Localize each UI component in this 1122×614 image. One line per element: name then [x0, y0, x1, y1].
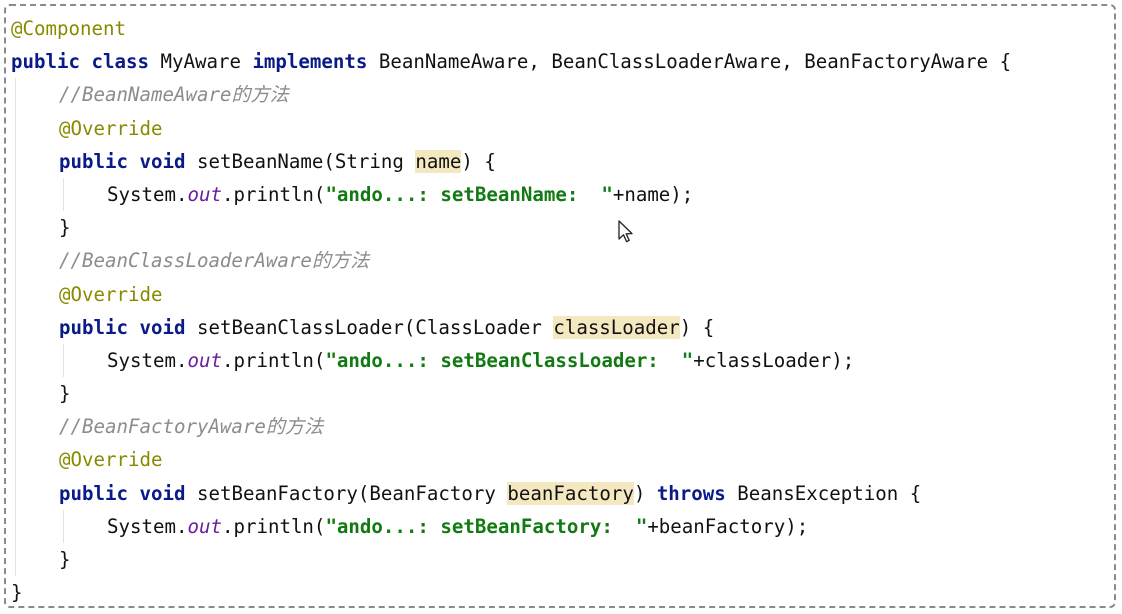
indent-guide — [15, 310, 16, 344]
signature-tail: BeansException { — [725, 481, 922, 505]
system-ref: System. — [107, 182, 188, 206]
code-line-8: //BeanClassLoaderAware的方法 — [11, 244, 1011, 278]
keyword-void: void — [139, 481, 186, 505]
statement-rest: +name); — [612, 182, 694, 206]
code-line-1: @Component — [11, 12, 1011, 45]
code-line-15: public void setBeanFactory(BeanFactory b… — [11, 476, 1011, 510]
keyword-void: void — [139, 315, 186, 339]
code-line-18: } — [11, 576, 1011, 606]
indent-guide — [15, 410, 16, 444]
static-out: out — [187, 514, 222, 538]
comment-beannameaware: //BeanNameAware的方法 — [59, 83, 289, 107]
indent-guide — [15, 476, 16, 510]
string-literal: "ando...: setBeanClassLoader: " — [325, 348, 694, 372]
code-line-7: } — [11, 211, 1011, 245]
println-call: .println( — [221, 514, 326, 538]
code-line-2: public class MyAware implements BeanName… — [11, 45, 1011, 78]
indent-guide — [63, 343, 64, 378]
param-name: name — [415, 149, 462, 173]
annotation-override: @Override — [59, 116, 163, 140]
closing-brace: } — [59, 382, 71, 406]
indent-guide — [15, 244, 16, 278]
indent-guide — [15, 144, 16, 178]
keyword-void: void — [139, 149, 186, 173]
keyword-public: public — [59, 315, 128, 339]
indent-guide — [15, 443, 16, 477]
code-line-5: public void setBeanName(String name) { — [11, 144, 1011, 178]
code-line-10: public void setBeanClassLoader(ClassLoad… — [11, 310, 1011, 344]
static-out: out — [187, 182, 222, 206]
indent-guide — [63, 177, 64, 212]
signature-paren: ) — [633, 481, 657, 505]
indent-guide — [15, 111, 16, 145]
code-line-14: @Override — [11, 443, 1011, 477]
keyword-class: class — [91, 50, 149, 74]
code-line-16: System.out.println("ando...: setBeanFact… — [11, 509, 1011, 543]
keyword-public: public — [11, 50, 80, 74]
method-signature: setBeanClassLoader(ClassLoader — [196, 315, 554, 339]
indent-guide — [15, 377, 16, 411]
comment-beanclassloaderaware: //BeanClassLoaderAware的方法 — [59, 249, 370, 273]
code-line-3: //BeanNameAware的方法 — [11, 78, 1011, 112]
indent-guide — [15, 343, 16, 378]
comment-beanfactoryaware: //BeanFactoryAware的方法 — [59, 415, 324, 439]
annotation-override: @Override — [59, 282, 163, 306]
code-editor[interactable]: @Component public class MyAware implemen… — [4, 4, 1116, 608]
class-name: MyAware — [160, 50, 241, 74]
statement-rest: +classLoader); — [693, 348, 855, 372]
indent-guide — [15, 78, 16, 112]
keyword-implements: implements — [252, 50, 368, 74]
code-line-4: @Override — [11, 111, 1011, 145]
indent-guide — [63, 509, 64, 543]
interface-list: BeanNameAware, BeanClassLoaderAware, Bea… — [378, 50, 1012, 74]
println-call: .println( — [221, 348, 326, 372]
string-literal: "ando...: setBeanName: " — [325, 182, 613, 206]
code-line-9: @Override — [11, 277, 1011, 311]
keyword-public: public — [59, 149, 128, 173]
system-ref: System. — [107, 514, 188, 538]
string-literal: "ando...: setBeanFactory: " — [325, 514, 648, 538]
signature-tail: ) { — [679, 315, 715, 339]
statement-rest: +beanFactory); — [647, 514, 809, 538]
method-signature: setBeanName(String — [196, 149, 416, 173]
keyword-throws: throws — [656, 481, 726, 505]
keyword-public: public — [59, 481, 128, 505]
closing-brace: } — [59, 548, 71, 571]
static-out: out — [187, 348, 222, 372]
param-classloader: classLoader — [553, 315, 680, 339]
system-ref: System. — [107, 348, 188, 372]
code-line-6: System.out.println("ando...: setBeanName… — [11, 177, 1011, 212]
println-call: .println( — [221, 182, 326, 206]
closing-brace: } — [59, 216, 71, 240]
annotation-override: @Override — [59, 448, 163, 472]
indent-guide — [15, 277, 16, 311]
indent-guide — [15, 509, 16, 543]
code-line-11: System.out.println("ando...: setBeanClas… — [11, 343, 1011, 378]
indent-guide — [15, 177, 16, 212]
code-line-12: } — [11, 377, 1011, 411]
code-block[interactable]: @Component public class MyAware implemen… — [11, 12, 1011, 606]
method-signature: setBeanFactory(BeanFactory — [196, 481, 508, 505]
indent-guide — [15, 543, 16, 577]
param-beanfactory: beanFactory — [507, 481, 634, 505]
mouse-pointer-icon — [618, 220, 633, 243]
signature-tail: ) { — [461, 149, 496, 173]
closing-brace: } — [11, 581, 23, 605]
code-line-17: } — [11, 543, 1011, 577]
indent-guide — [15, 211, 16, 245]
annotation-component: @Component — [11, 17, 126, 40]
code-line-13: //BeanFactoryAware的方法 — [11, 410, 1011, 444]
